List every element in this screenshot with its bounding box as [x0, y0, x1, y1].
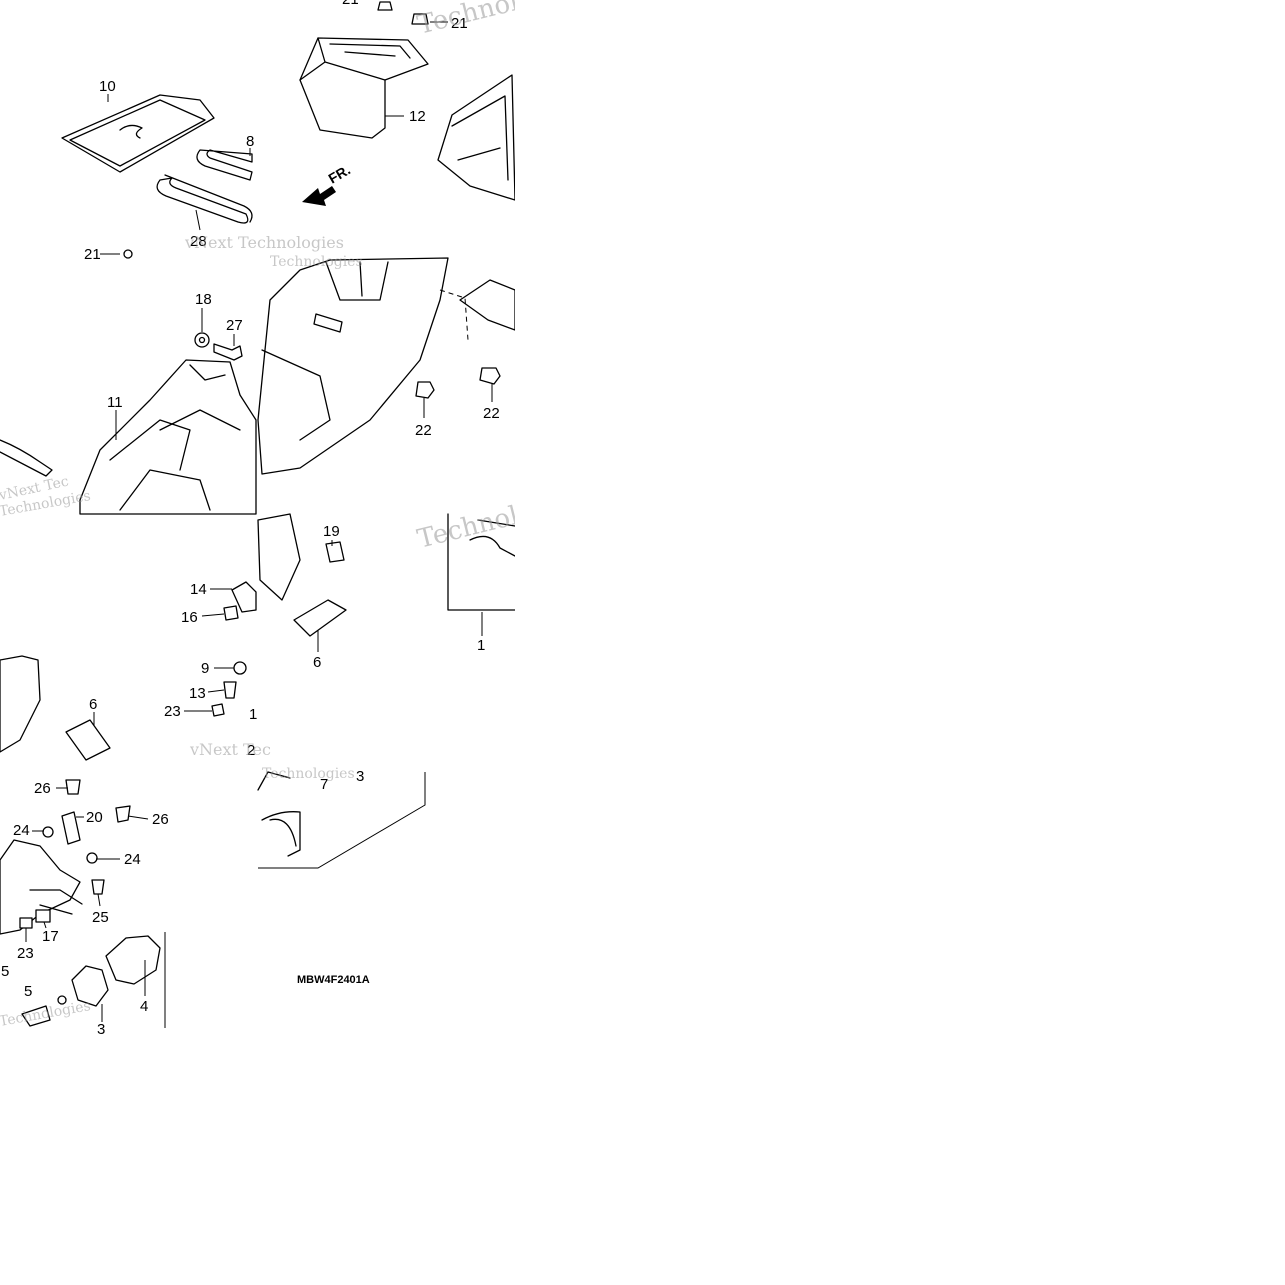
callout-23-upper: 23 — [164, 703, 181, 720]
front-direction-label: FR. — [326, 161, 354, 186]
callout-26-right: 26 — [152, 811, 169, 828]
bolt-part-26-right — [115, 805, 131, 823]
callout-1-harness: 1 — [477, 637, 485, 654]
bolt-part-25 — [91, 879, 105, 895]
callout-21-top: 21 — [342, 0, 359, 8]
callout-22-right: 22 — [483, 405, 500, 422]
bolt-part-27 — [213, 343, 243, 361]
callout-22-left: 22 — [415, 422, 432, 439]
washer-part-24-right — [86, 852, 98, 864]
callout-21-left: 21 — [84, 246, 101, 263]
callout-6-right: 6 — [313, 654, 321, 671]
callout-21-right: 21 — [451, 15, 468, 32]
reflector-part-6-left — [65, 719, 111, 761]
callout-17: 17 — [42, 928, 59, 945]
watermark: Technologies — [270, 254, 363, 270]
reflector-part-14 — [231, 581, 257, 613]
callout-11: 11 — [107, 394, 123, 411]
callout-24-right: 24 — [124, 851, 141, 868]
callout-10: 10 — [99, 78, 116, 95]
harness-part-1 — [447, 513, 516, 611]
callout-28: 28 — [190, 233, 207, 250]
callout-2-clip: 2 — [247, 742, 255, 759]
callout-12: 12 — [409, 108, 426, 125]
callout-7: 7 — [320, 776, 328, 793]
watermark: Technologies — [0, 998, 92, 1030]
fender-tail-part — [257, 513, 301, 601]
bolt-part-13 — [223, 681, 237, 699]
bolt-part-21-a — [377, 1, 393, 11]
callout-14: 14 — [190, 581, 207, 598]
callout-26-upper: 26 — [34, 780, 51, 797]
strap-part-small — [156, 174, 253, 224]
watermark: vNext Technologies — [184, 233, 344, 252]
license-light-part-19 — [325, 541, 345, 563]
nut-part-23-upper — [211, 703, 225, 717]
collar-part-17 — [35, 909, 51, 923]
bracket-part-20 — [61, 811, 81, 845]
grommet-part-9 — [233, 661, 247, 675]
callout-27: 27 — [226, 317, 243, 334]
callout-5-lower: 5 — [24, 983, 32, 1000]
strap-part-large — [196, 149, 253, 181]
strap-end-part — [0, 439, 53, 477]
callout-6-left: 6 — [89, 696, 97, 713]
blank-area — [166, 1028, 515, 1285]
rear-fender-body-part — [257, 257, 449, 475]
bolt-part-21-b — [411, 13, 429, 25]
washer-part-18 — [194, 332, 210, 348]
watermark: Technologies — [262, 766, 355, 782]
wiring-part-7 — [257, 771, 301, 857]
callout-20: 20 — [86, 809, 103, 826]
collar-part-16 — [223, 605, 239, 621]
callout-8: 8 — [246, 133, 254, 150]
bolt-part-26-upper — [65, 779, 81, 795]
nut-part-22-left — [415, 381, 435, 399]
bracket-part-right — [459, 279, 516, 331]
washer-part-24-left — [42, 826, 54, 838]
leader-lines — [25, 21, 493, 1022]
turn-signal-part-2 — [71, 965, 109, 1007]
callout-25: 25 — [92, 909, 109, 926]
callout-9: 9 — [201, 660, 209, 677]
callout-18: 18 — [195, 291, 212, 308]
taillight-base-part — [0, 839, 83, 935]
rear-fender-lower-part — [0, 655, 41, 753]
front-direction-arrow-icon — [302, 186, 336, 206]
callout-3-top: 3 — [356, 768, 364, 785]
callout-23-lower: 23 — [17, 945, 34, 962]
watermark: vNext Tec — [189, 740, 271, 759]
reflector-part-6-right — [293, 599, 347, 637]
callout-24-left: 24 — [13, 822, 30, 839]
nut-part-23-lower — [19, 917, 33, 929]
callout-13: 13 — [189, 685, 206, 702]
blank-area — [515, 0, 1285, 1285]
battery-box-part — [299, 37, 429, 139]
callout-5-upper: 5 — [1, 963, 9, 980]
blank-area — [0, 1034, 166, 1285]
rear-fender-part-11 — [79, 359, 257, 515]
mount-part-5 — [21, 995, 67, 1027]
seat-tray-part — [437, 74, 516, 201]
nut-part-22-right — [479, 367, 501, 385]
turn-signal-part-4 — [105, 935, 161, 985]
callout-4: 4 — [140, 998, 148, 1015]
callout-19: 19 — [323, 523, 340, 540]
callout-1-clip: 1 — [249, 706, 257, 723]
callout-16: 16 — [181, 609, 198, 626]
callout-3-bottom: 3 — [97, 1021, 105, 1038]
grommet-part-21-top — [123, 249, 133, 259]
tool-bag-part — [61, 94, 215, 173]
diagram-code: MBW4F2401A — [297, 974, 370, 986]
